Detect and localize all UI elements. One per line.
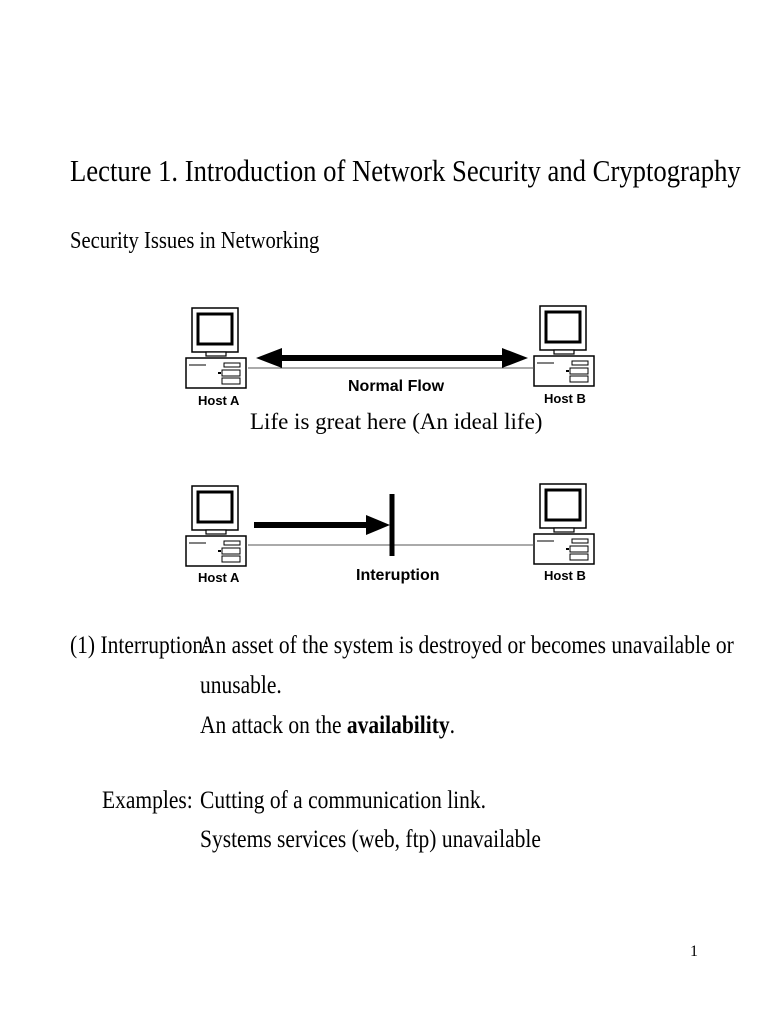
host-a-computer-icon	[184, 306, 248, 390]
host-a-computer-icon	[184, 484, 248, 568]
availability-term: availability	[346, 712, 450, 739]
examples-label: Examples:	[102, 787, 193, 814]
bidirectional-arrow-icon	[256, 348, 528, 368]
host-a-label: Host A	[198, 570, 240, 585]
page-number: 1	[690, 943, 698, 960]
normal-flow-label: Normal Flow	[348, 378, 445, 395]
blocked-arrow-icon	[254, 494, 395, 556]
section-heading: Security Issues in Networking	[70, 228, 320, 254]
diagram-caption: Life is great here (An ideal life)	[250, 409, 543, 434]
example-item: Cutting of a communication link.	[200, 787, 487, 814]
interruption-definition-line2: unusable.	[200, 672, 282, 699]
interruption-attack-line: An attack on the availability.	[200, 712, 455, 740]
interruption-term: (1) Interruption:	[70, 632, 210, 659]
page-title: Lecture 1. Introduction of Network Secur…	[70, 153, 741, 188]
host-b-computer-icon	[532, 482, 596, 566]
attack-text: An attack on the	[200, 712, 347, 739]
interruption-flow-label: Interuption	[356, 567, 440, 584]
attack-suffix: .	[449, 712, 455, 739]
host-b-label: Host B	[544, 568, 586, 583]
host-b-label: Host B	[544, 391, 586, 406]
interruption-definition-line1: An asset of the system is destroyed or b…	[200, 632, 734, 659]
example-item: Systems services (web, ftp) unavailable	[200, 826, 541, 853]
host-b-computer-icon	[532, 304, 596, 388]
host-a-label: Host A	[198, 393, 240, 408]
